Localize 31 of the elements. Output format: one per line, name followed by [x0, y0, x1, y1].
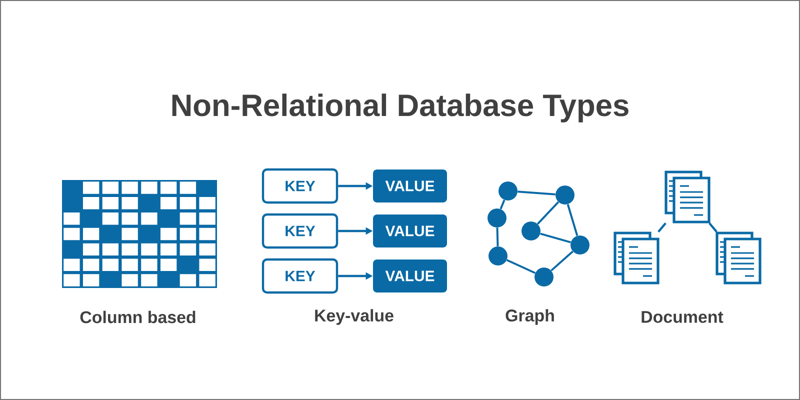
category-label: Document [642, 311, 724, 323]
connector-line [540, 232, 571, 244]
graph-node [488, 208, 506, 228]
graph-node [570, 236, 590, 254]
document-icon [664, 170, 710, 224]
connector-line [536, 201, 560, 225]
connector-line [500, 200, 506, 210]
connector-line [496, 228, 499, 246]
connector-line [550, 250, 574, 272]
title: Non-Relational Database Types [172, 94, 628, 122]
value-box: VALUE [373, 260, 447, 292]
graph-node [556, 186, 574, 204]
value-box: VALUE [373, 170, 447, 202]
graph-node [534, 268, 554, 286]
document-icon [716, 232, 762, 284]
connector-line [708, 222, 718, 233]
value-box: VALUE [373, 214, 447, 248]
key-box: KEY [262, 258, 338, 294]
category-label: Key-value [315, 309, 394, 325]
category-label: Column based [80, 310, 196, 324]
graph-node [522, 222, 540, 240]
connector-line [518, 190, 556, 196]
key-box: KEY [262, 168, 338, 204]
connector-line [566, 204, 578, 236]
connector-line [506, 259, 536, 274]
category-label: Graph [506, 309, 554, 325]
graph-node [488, 246, 508, 266]
key-box: KEY [262, 213, 338, 249]
document-icon [614, 232, 660, 284]
graph-node [498, 182, 518, 200]
connector-line [658, 222, 666, 233]
